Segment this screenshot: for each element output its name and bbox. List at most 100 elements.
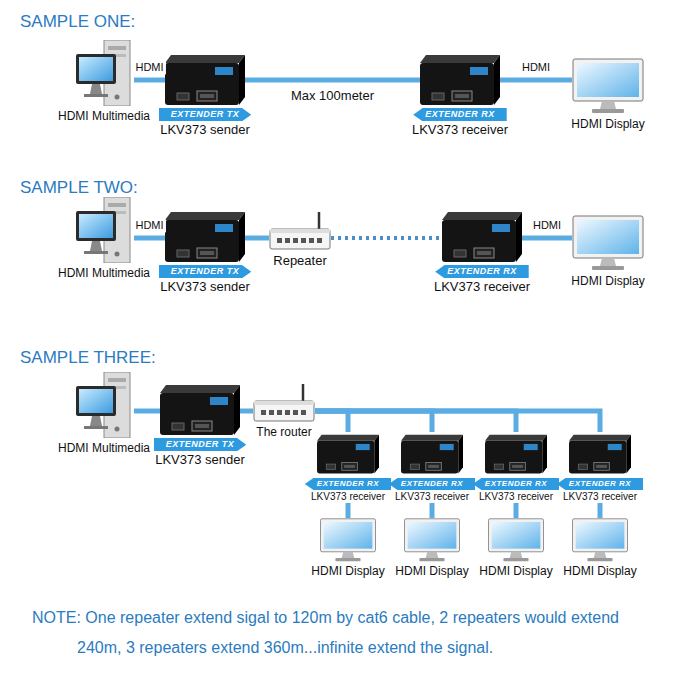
sample-heading: SAMPLE TWO: xyxy=(20,178,138,198)
network-cable xyxy=(134,236,165,241)
extender-receiver: EXTENDER RXLKV373 receiver xyxy=(557,432,643,503)
multimedia-pc: HDMI Multimedia xyxy=(74,40,134,106)
extender-banner: EXTENDER RX xyxy=(435,265,529,278)
device-label: LKV373 sender xyxy=(155,452,245,468)
caption-group: HDMI Multimedia xyxy=(58,109,150,123)
device-label: LKV373 sender xyxy=(160,279,250,295)
caption-group: HDMI Display xyxy=(395,564,468,578)
dis-picture xyxy=(405,519,460,561)
extender-sender: EXTENDER TXLKV373 sender xyxy=(165,212,245,262)
edge-label: HDMI xyxy=(520,61,552,74)
hdmi-display: HDMI Display xyxy=(572,215,644,271)
network-cable xyxy=(134,78,165,83)
caption-group: The router xyxy=(256,425,311,439)
edge-label: HDMI xyxy=(133,219,165,232)
dev-icon xyxy=(485,432,547,476)
device-label: LKV373 receiver xyxy=(412,122,508,138)
network-cable xyxy=(514,503,519,518)
caption-group: EXTENDER RXLKV373 receiver xyxy=(557,478,643,503)
caption-group: HDMI Display xyxy=(571,274,644,288)
dev-icon xyxy=(442,212,522,262)
repeater: Repeater xyxy=(269,210,331,250)
network-cable xyxy=(430,503,435,518)
dis-icon xyxy=(487,518,545,562)
rtr-picture xyxy=(270,212,330,249)
device-label: LKV373 receiver xyxy=(479,491,553,503)
hdmi-display: HDMI Display xyxy=(572,58,644,114)
dis-picture xyxy=(573,59,643,113)
network-cable xyxy=(315,411,432,432)
device-label: The router xyxy=(256,425,311,439)
device-label: HDMI Display xyxy=(571,117,644,131)
caption-group: HDMI Display xyxy=(311,564,384,578)
caption-group: EXTENDER RXLKV373 receiver xyxy=(473,478,559,503)
extender-banner: EXTENDER TX xyxy=(159,265,252,278)
device-label: HDMI Multimedia xyxy=(58,441,150,455)
dis-icon xyxy=(572,58,644,114)
device-label: HDMI Display xyxy=(571,274,644,288)
rtr-icon xyxy=(253,382,315,422)
device-label: Repeater xyxy=(273,253,326,269)
sample-heading: SAMPLE ONE: xyxy=(20,12,135,32)
dis-icon xyxy=(403,518,461,562)
dev-picture xyxy=(569,435,631,474)
dev-icon xyxy=(160,385,240,435)
multimedia-pc: HDMI Multimedia xyxy=(74,372,134,438)
dev-picture xyxy=(401,435,463,474)
caption-group: EXTENDER RXLKV373 receiver xyxy=(305,478,391,503)
caption-group: EXTENDER RXLKV373 receiver xyxy=(389,478,475,503)
extender-banner: EXTENDER RX xyxy=(389,478,475,490)
dev-picture xyxy=(165,212,245,262)
dev-icon xyxy=(401,432,463,476)
extender-banner: EXTENDER RX xyxy=(473,478,559,490)
wireless-link xyxy=(331,236,442,240)
device-label: HDMI Multimedia xyxy=(58,109,150,123)
extender-banner: EXTENDER RX xyxy=(557,478,643,490)
hdmi-display: HDMI Display xyxy=(479,518,552,578)
hdmi-display: HDMI Display xyxy=(311,518,384,578)
caption-group: HDMI Display xyxy=(571,117,644,131)
network-cable xyxy=(240,409,253,414)
dev-picture xyxy=(317,435,379,474)
pc-picture xyxy=(76,40,130,106)
device-label: LKV373 sender xyxy=(160,122,250,138)
extender-sender: EXTENDER TXLKV373 sender xyxy=(160,385,240,435)
network-cable xyxy=(346,503,351,518)
network-cable xyxy=(245,78,420,83)
dis-picture xyxy=(489,519,544,561)
caption-group: EXTENDER TXLKV373 sender xyxy=(159,265,252,295)
dev-icon xyxy=(165,55,245,105)
dis-picture xyxy=(321,519,376,561)
extender-banner: EXTENDER RX xyxy=(413,108,507,121)
edge-label: HDMI xyxy=(531,219,563,232)
caption-group: EXTENDER TXLKV373 sender xyxy=(159,108,252,138)
dev-picture xyxy=(485,435,547,474)
device-label: HDMI Multimedia xyxy=(58,266,150,280)
caption-group: HDMI Display xyxy=(479,564,552,578)
dev-icon xyxy=(420,55,500,105)
extender-banner: EXTENDER RX xyxy=(305,478,391,490)
pc-picture xyxy=(76,197,130,263)
device-label: LKV373 receiver xyxy=(434,279,530,295)
extender-receiver: EXTENDER RXLKV373 receiver xyxy=(473,432,559,503)
dis-picture xyxy=(573,519,628,561)
device-label: HDMI Display xyxy=(395,564,468,578)
dev-picture xyxy=(420,55,500,105)
device-label: HDMI Display xyxy=(311,564,384,578)
caption-group: EXTENDER TXLKV373 sender xyxy=(154,438,247,468)
device-label: HDMI Display xyxy=(563,564,636,578)
dev-picture xyxy=(160,385,240,435)
network-cable xyxy=(134,409,160,414)
network-cable xyxy=(598,503,603,518)
router: The router xyxy=(253,382,315,422)
dis-icon xyxy=(572,215,644,271)
extender-sender: EXTENDER TXLKV373 sender xyxy=(165,55,245,105)
extender-receiver: EXTENDER RXLKV373 receiver xyxy=(420,55,500,105)
device-label: LKV373 receiver xyxy=(311,491,385,503)
pc-picture xyxy=(76,372,130,438)
edge-label: HDMI xyxy=(133,61,165,74)
caption-group: Repeater xyxy=(273,253,326,269)
hdmi-display: HDMI Display xyxy=(563,518,636,578)
dev-icon xyxy=(317,432,379,476)
